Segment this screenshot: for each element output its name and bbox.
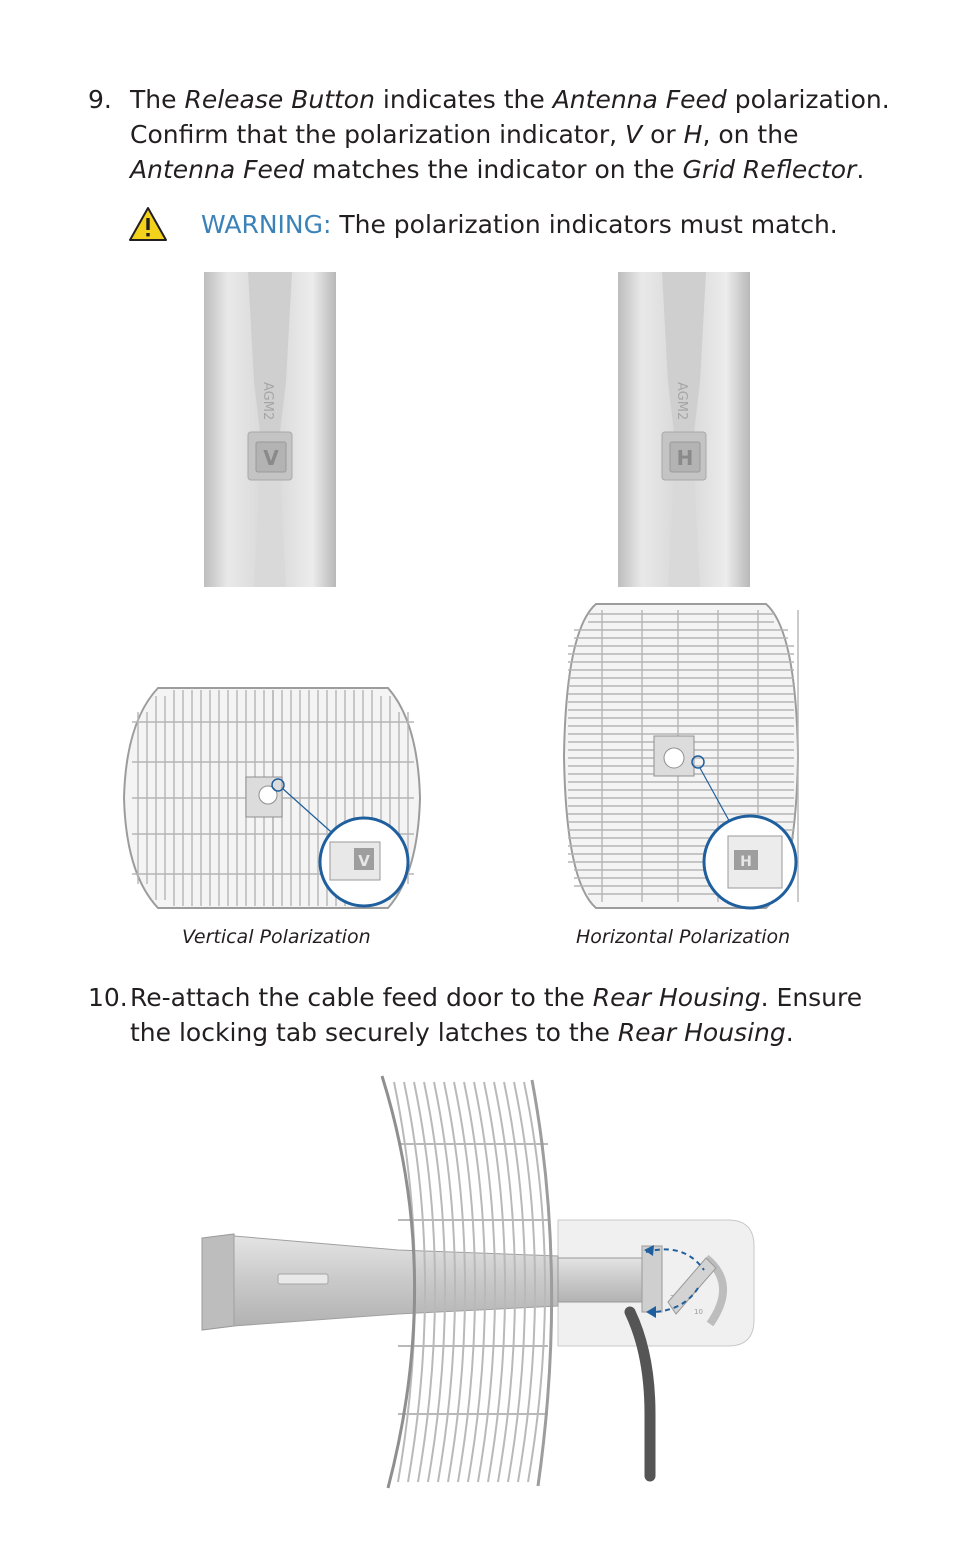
emphasis-term: H (683, 120, 703, 149)
emphasis-term: Rear Housing (617, 1018, 786, 1047)
antenna-feed-vertical-image: V AGM2 (204, 272, 336, 587)
text-run: . (785, 1018, 794, 1047)
antenna-feed-horizontal-image: H AGM2 (618, 272, 750, 587)
grid-reflector-vertical-image: V (122, 687, 422, 909)
step-10-text: Re-attach the cable feed door to the Rea… (130, 980, 890, 1050)
warning-text: WARNING: The polarization indicators mus… (201, 210, 838, 239)
emphasis-term: Antenna Feed (130, 155, 305, 184)
grid-indicator-h: H (740, 854, 752, 870)
warning-icon (129, 207, 167, 241)
step-9-text: The Release Button indicates the Antenna… (130, 82, 890, 187)
antenna-assembly-side-image: 20 10 (201, 1075, 755, 1489)
step-number: 10. (88, 983, 128, 1012)
text-run: The (130, 85, 185, 114)
caption-horizontal: Horizontal Polarization (576, 926, 791, 948)
grid-reflector-horizontal-image: H (562, 603, 800, 910)
grid-indicator-v: V (358, 852, 370, 870)
feed-indicator-h: H (677, 446, 694, 470)
emphasis-term: Release Button (184, 85, 375, 114)
caption-vertical: Vertical Polarization (182, 926, 371, 948)
scale-tick: 10 (694, 1308, 703, 1316)
warning-message: The polarization indicators must match. (331, 210, 838, 239)
text-run: , on the (702, 120, 799, 149)
emphasis-term: Antenna Feed (552, 85, 727, 114)
step-number: 9. (88, 85, 112, 114)
text-run: indicates the (374, 85, 553, 114)
text-run: or (642, 120, 684, 149)
feed-indicator-v: V (263, 446, 279, 470)
feed-model-label: AGM2 (260, 382, 275, 420)
text-run: Re-attach the cable feed door to the (130, 983, 593, 1012)
text-run: polarization. Confirm that the polarizat… (130, 85, 890, 149)
text-run: matches the indicator on the (304, 155, 683, 184)
emphasis-term: V (625, 120, 643, 149)
feed-model-label: AGM2 (674, 382, 689, 420)
text-run: . Ensure the locking tab securely latche… (130, 983, 863, 1047)
emphasis-term: Rear Housing (592, 983, 761, 1012)
warning-label: WARNING: (201, 210, 332, 239)
emphasis-term: Grid Reflector (682, 155, 857, 184)
text-run: . (856, 155, 865, 184)
